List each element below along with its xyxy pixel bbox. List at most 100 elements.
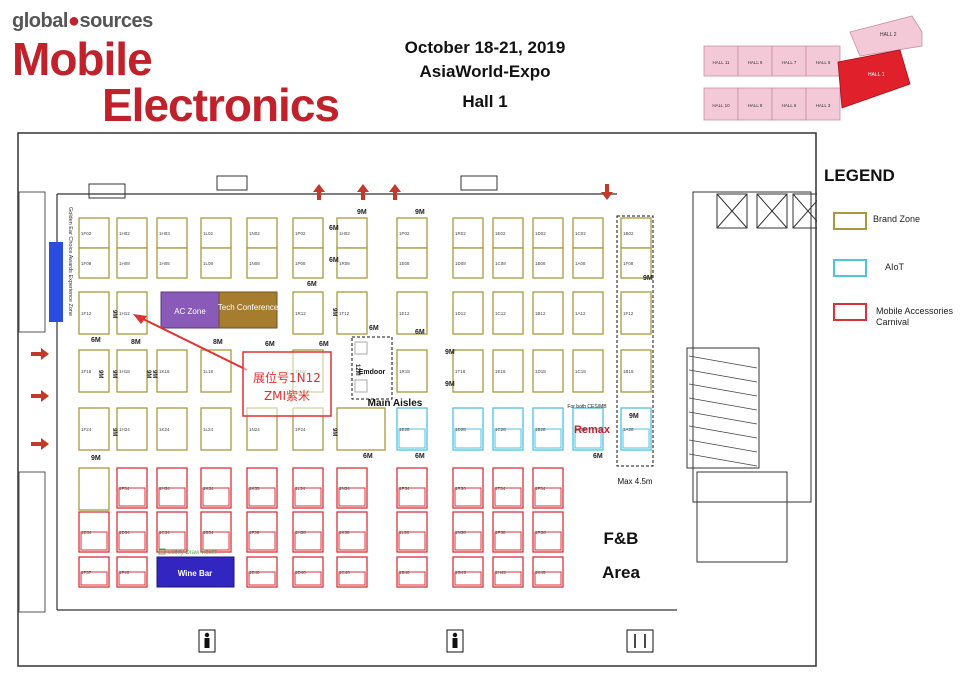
hall-2-label: HALL 2 — [880, 32, 897, 38]
legend-swatch-aiot — [833, 259, 867, 277]
dimension-label-vertical: 9M — [331, 428, 337, 436]
booth-number: 1B28 — [535, 427, 546, 432]
dimension-label-vertical: 9M — [111, 310, 117, 318]
booth-number: 1F38 — [249, 530, 260, 535]
booth-number: 1H38 — [295, 530, 306, 535]
booth — [620, 217, 652, 249]
booth — [116, 247, 148, 279]
hall-1-shape — [837, 49, 911, 109]
booth-number: 1F12 — [623, 311, 634, 316]
booth — [200, 349, 232, 393]
booth-grid: 1F021F081H021H081H031H051L021L081N021N08… — [78, 217, 652, 588]
booth — [620, 349, 652, 393]
booth-inner — [454, 531, 482, 551]
booth-number: 1E12 — [399, 311, 410, 316]
hall-label: HALL 8 — [748, 103, 763, 108]
booth-inner — [398, 428, 426, 449]
callout-arrowhead-icon — [133, 314, 147, 324]
dimension-label: 9M — [643, 275, 653, 282]
hall-box — [805, 87, 841, 121]
dimension-label-vertical: 9M — [151, 370, 157, 378]
logo-dot-icon: ● — [67, 10, 80, 32]
booth — [116, 407, 148, 451]
booth-number: 1D28 — [455, 427, 466, 432]
dimension-label: 6M — [593, 453, 603, 460]
booth-number: 1H05 — [159, 261, 170, 266]
small-booth — [354, 379, 368, 393]
booth-number: 1H02 — [119, 231, 130, 236]
booth-number: 1E28 — [399, 427, 410, 432]
booth-number: 1F08 — [623, 261, 634, 266]
remax-label: Remax — [574, 424, 611, 436]
logo-word-global: global — [12, 10, 68, 32]
booth-number: 1D34 — [119, 530, 130, 535]
booth-number: 1B34 — [203, 530, 214, 535]
booth-number: 1H03 — [159, 231, 170, 236]
booth-inner — [80, 531, 108, 551]
booth-number: 1B12 — [535, 311, 546, 316]
booth-number: 1E18 — [495, 369, 506, 374]
booth-number: 1N38 — [455, 530, 466, 535]
booth — [532, 247, 564, 279]
booth-number: 1D40 — [295, 570, 306, 575]
restroom-icon — [446, 629, 464, 653]
dimension-label-vertical: 12M — [354, 364, 360, 376]
booth — [336, 291, 368, 335]
booth — [492, 349, 524, 393]
booth — [336, 407, 386, 451]
booth-inner — [158, 487, 186, 507]
booth — [452, 291, 484, 335]
booth-number: 1T12 — [339, 311, 350, 316]
booth-inner — [534, 531, 562, 551]
hall-outline — [17, 132, 817, 667]
booth-number: 1N34 — [339, 486, 350, 491]
booth-number: 1F18 — [81, 369, 92, 374]
dimension-label: 6M — [363, 453, 373, 460]
booth-number: 1E34 — [81, 530, 92, 535]
highlight-box — [242, 351, 332, 417]
hall-label: HALL 11 — [712, 60, 730, 65]
event-date: October 18-21, 2019 — [404, 38, 566, 57]
arrow-down-icon — [601, 184, 613, 200]
booth-inner — [494, 487, 522, 507]
booth-number: 1D12 — [455, 311, 466, 316]
booth-number: 1H18 — [119, 369, 130, 374]
emdoor-label: Emdoor — [359, 369, 386, 376]
booth-number: 1D02 — [535, 231, 546, 236]
booth — [156, 247, 188, 279]
booth-number: 1R08 — [339, 261, 350, 266]
booth — [78, 247, 110, 279]
booth-inner — [454, 487, 482, 507]
legend-swatch-brand — [833, 212, 867, 230]
dimension-label: 6M — [307, 281, 317, 288]
booth-inner — [248, 487, 276, 507]
legend-title: LEGEND — [824, 166, 895, 185]
booth-number: 1N02 — [249, 231, 260, 236]
booth-number: 1L34 — [295, 486, 306, 491]
service-area — [686, 191, 817, 563]
booth — [492, 247, 524, 279]
booth — [200, 407, 232, 451]
dimension-label: 6M — [265, 341, 275, 348]
tech-conference-label: Tech Conference — [218, 303, 279, 312]
small-booth — [354, 341, 368, 355]
hall-label: HALL 6 — [782, 103, 797, 108]
booth-number: 1A28 — [623, 427, 634, 432]
booth-number: 1E40 — [249, 570, 260, 575]
booth-number: 1P24 — [295, 427, 306, 432]
lucky-draw-label: Lucky Draw Ticket — [168, 550, 217, 556]
booth-number: 1P02 — [295, 231, 306, 236]
booth-inner — [398, 571, 426, 586]
booth-inner — [294, 571, 322, 586]
hall-box — [737, 45, 773, 77]
booth-number: 1L38 — [399, 530, 410, 535]
booth-number: 1C08 — [495, 261, 506, 266]
lucky-draw-icon — [158, 548, 166, 555]
booth-number: 1K34 — [203, 486, 214, 491]
logo-mobile: Mobile — [12, 33, 153, 85]
arrow-up-icon — [313, 184, 325, 200]
booth-number: 1P38 — [495, 530, 506, 535]
booth — [156, 217, 188, 249]
event-venue: AsiaWorld-Expo — [419, 62, 551, 81]
